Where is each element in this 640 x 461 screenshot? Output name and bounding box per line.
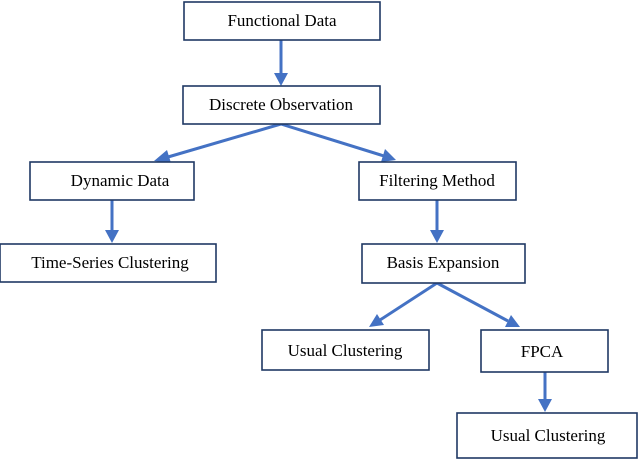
node-label-fpca: FPCA [521,342,564,361]
node-functional-data: Functional Data [183,1,381,41]
node-label-functional-data: Functional Data [227,11,337,30]
edge-discrete-to-filtering [280,122,385,158]
node-label-dynamic-data: Dynamic Data [71,171,170,190]
node-label-filtering-method: Filtering Method [379,171,495,190]
node-usual-clustering-1: Usual Clustering [261,329,430,371]
node-label-time-series-clustering: Time-Series Clustering [31,253,189,272]
node-usual-clustering-2: Usual Clustering [456,412,638,459]
node-basis-expansion: Basis Expansion [361,243,526,284]
edges [105,40,552,412]
arrowhead-discrete-to-filtering [381,149,396,162]
arrowhead-basis-to-usual-1 [369,314,384,327]
arrowhead-discrete-to-dynamic [154,150,171,163]
node-label-usual-clustering-2: Usual Clustering [491,426,606,445]
arrowhead-basis-to-fpca [505,315,520,327]
node-dynamic-data: Dynamic Data [29,161,195,201]
node-fpca: FPCA [480,329,609,373]
arrowhead-functional-to-discrete [274,73,288,86]
arrowhead-dynamic-to-timeseries [105,230,119,243]
node-filtering-method: Filtering Method [358,161,517,201]
arrowhead-filtering-to-basis [430,230,444,243]
edge-basis-to-usual-1 [379,281,438,322]
arrowhead-fpca-to-usual-2 [538,399,552,412]
edge-basis-to-fpca [436,281,509,323]
node-time-series-clustering: Time-Series Clustering [0,243,217,283]
node-label-discrete-observation: Discrete Observation [209,95,353,114]
edge-discrete-to-dynamic [167,122,282,159]
node-label-basis-expansion: Basis Expansion [387,253,500,272]
node-discrete-observation: Discrete Observation [182,85,381,125]
node-label-usual-clustering-1: Usual Clustering [288,341,403,360]
